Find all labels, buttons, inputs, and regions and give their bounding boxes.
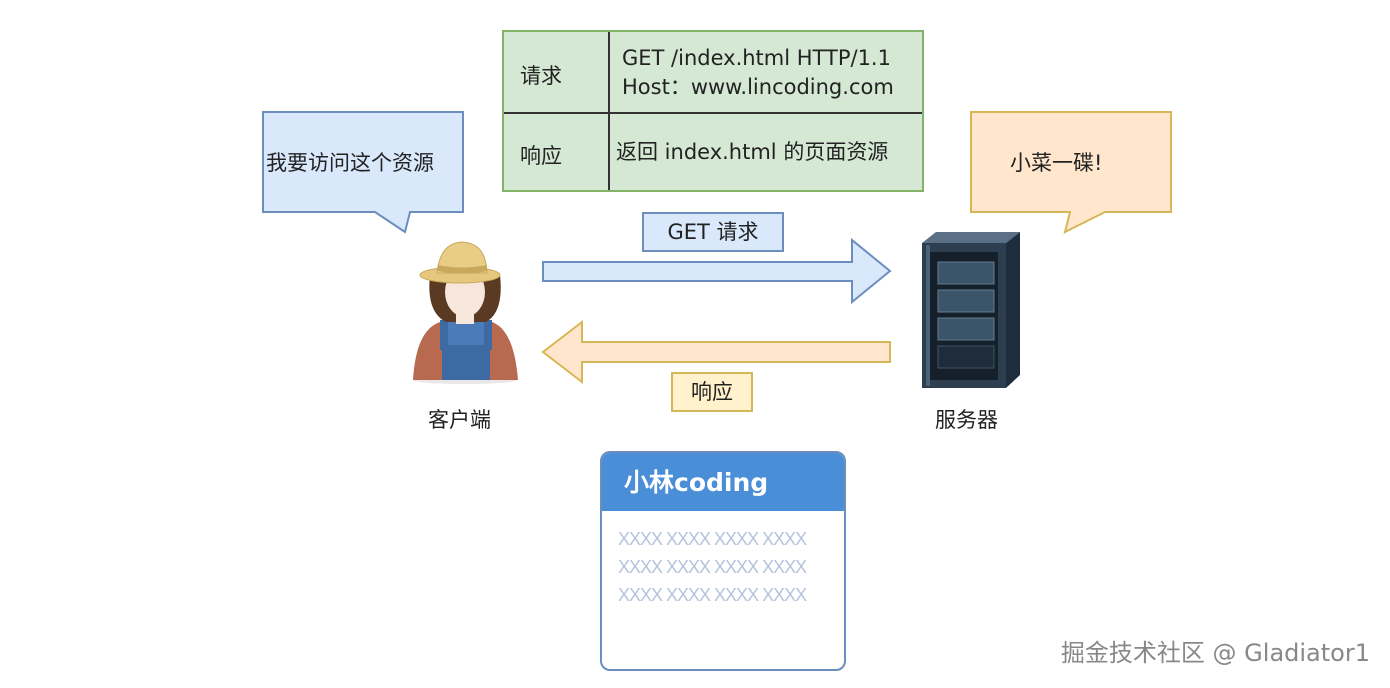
table-column-divider <box>608 32 610 190</box>
web-page-title: 小林coding <box>602 453 844 511</box>
placeholder-line: XXXX XXXX XXXX XXXX <box>618 557 807 577</box>
client-label: 客户端 <box>428 408 491 432</box>
table-row-divider <box>504 112 922 114</box>
response-arrow-label: 响应 <box>671 372 753 412</box>
request-arrow <box>542 237 892 305</box>
get-request-label: GET 请求 <box>642 212 784 252</box>
web-page-body: XXXX XXXX XXXX XXXX XXXX XXXX XXXX XXXX … <box>618 525 836 609</box>
client-speech-bubble <box>262 111 464 234</box>
response-arrow <box>541 319 891 385</box>
client-person-icon <box>413 241 518 384</box>
request-line: GET /index.html HTTP/1.1 <box>622 46 891 70</box>
watermark: 掘金技术社区 @ Gladiator1 <box>1060 639 1370 667</box>
placeholder-line: XXXX XXXX XXXX XXXX <box>618 529 807 549</box>
server-bubble-text: 小菜一碟! <box>1010 151 1103 175</box>
request-label: 请求 <box>520 64 562 88</box>
http-message-table: 请求 GET /index.html HTTP/1.1 Host：www.lin… <box>502 30 924 192</box>
host-line: Host：www.lincoding.com <box>622 75 894 99</box>
server-speech-bubble <box>970 111 1172 234</box>
server-label: 服务器 <box>935 408 998 432</box>
response-label: 响应 <box>520 144 562 168</box>
placeholder-line: XXXX XXXX XXXX XXXX <box>618 585 807 605</box>
server-icon <box>922 232 1020 388</box>
request-value: GET /index.html HTTP/1.1 Host：www.lincod… <box>622 44 894 102</box>
client-bubble-text: 我要访问这个资源 <box>266 151 434 175</box>
response-value: 返回 index.html 的页面资源 <box>616 140 889 164</box>
web-page-card: 小林coding XXXX XXXX XXXX XXXX XXXX XXXX X… <box>600 451 846 671</box>
